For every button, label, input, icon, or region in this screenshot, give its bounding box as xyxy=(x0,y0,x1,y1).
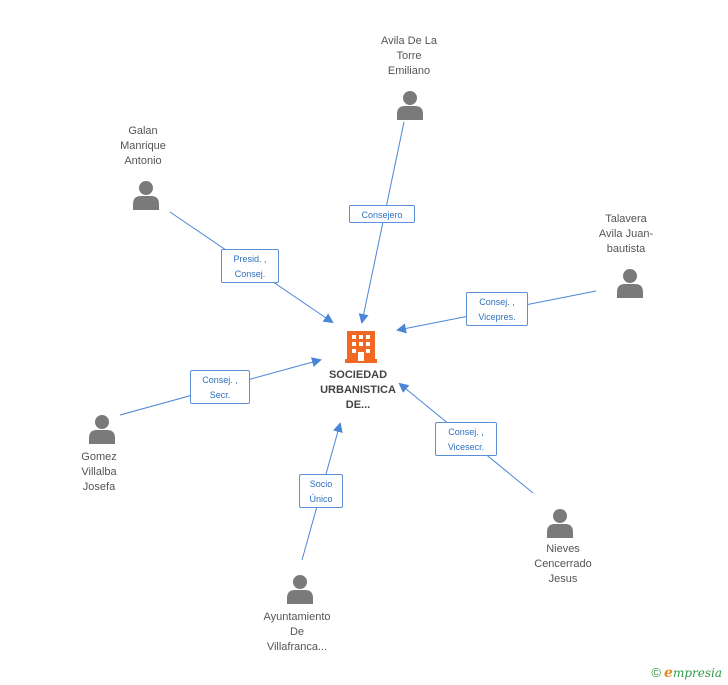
person-icon[interactable] xyxy=(132,180,160,215)
edge-label-ayuntamiento: Socio Único xyxy=(299,474,343,508)
person-icon[interactable] xyxy=(88,414,116,449)
person-icon[interactable] xyxy=(546,508,574,543)
person-icon[interactable] xyxy=(396,90,424,125)
edge-label-galan: Presid. , Consej. xyxy=(221,249,279,283)
edge-label-nieves: Consej. , Vicesecr. xyxy=(435,422,497,456)
person-label-nieves[interactable]: Nieves Cencerrado Jesus xyxy=(534,543,592,585)
edge-label-talavera: Consej. , Vicepres. xyxy=(466,292,528,326)
footer-credit: ©empresia xyxy=(651,665,722,681)
copyright-symbol: © xyxy=(651,665,662,680)
company-label[interactable]: SOCIEDAD URBANISTICA DE... xyxy=(320,369,396,411)
person-label-avila[interactable]: Avila De La Torre Emiliano xyxy=(380,35,438,77)
person-label-galan[interactable]: Galan Manrique Antonio xyxy=(120,125,166,167)
building-icon[interactable] xyxy=(345,329,377,363)
person-label-talavera[interactable]: Talavera Avila Juan- bautista xyxy=(598,213,654,255)
edge-label-avila: Consejero xyxy=(349,205,415,223)
edge-label-gomez: Consej. , Secr. xyxy=(190,370,250,404)
person-label-ayuntamiento[interactable]: Ayuntamiento De Villafranca... xyxy=(263,611,331,653)
person-icon[interactable] xyxy=(616,268,644,303)
brand-logo[interactable]: empresia xyxy=(664,665,722,681)
person-icon[interactable] xyxy=(286,574,314,609)
person-label-gomez[interactable]: Gomez Villalba Josefa xyxy=(81,451,117,493)
